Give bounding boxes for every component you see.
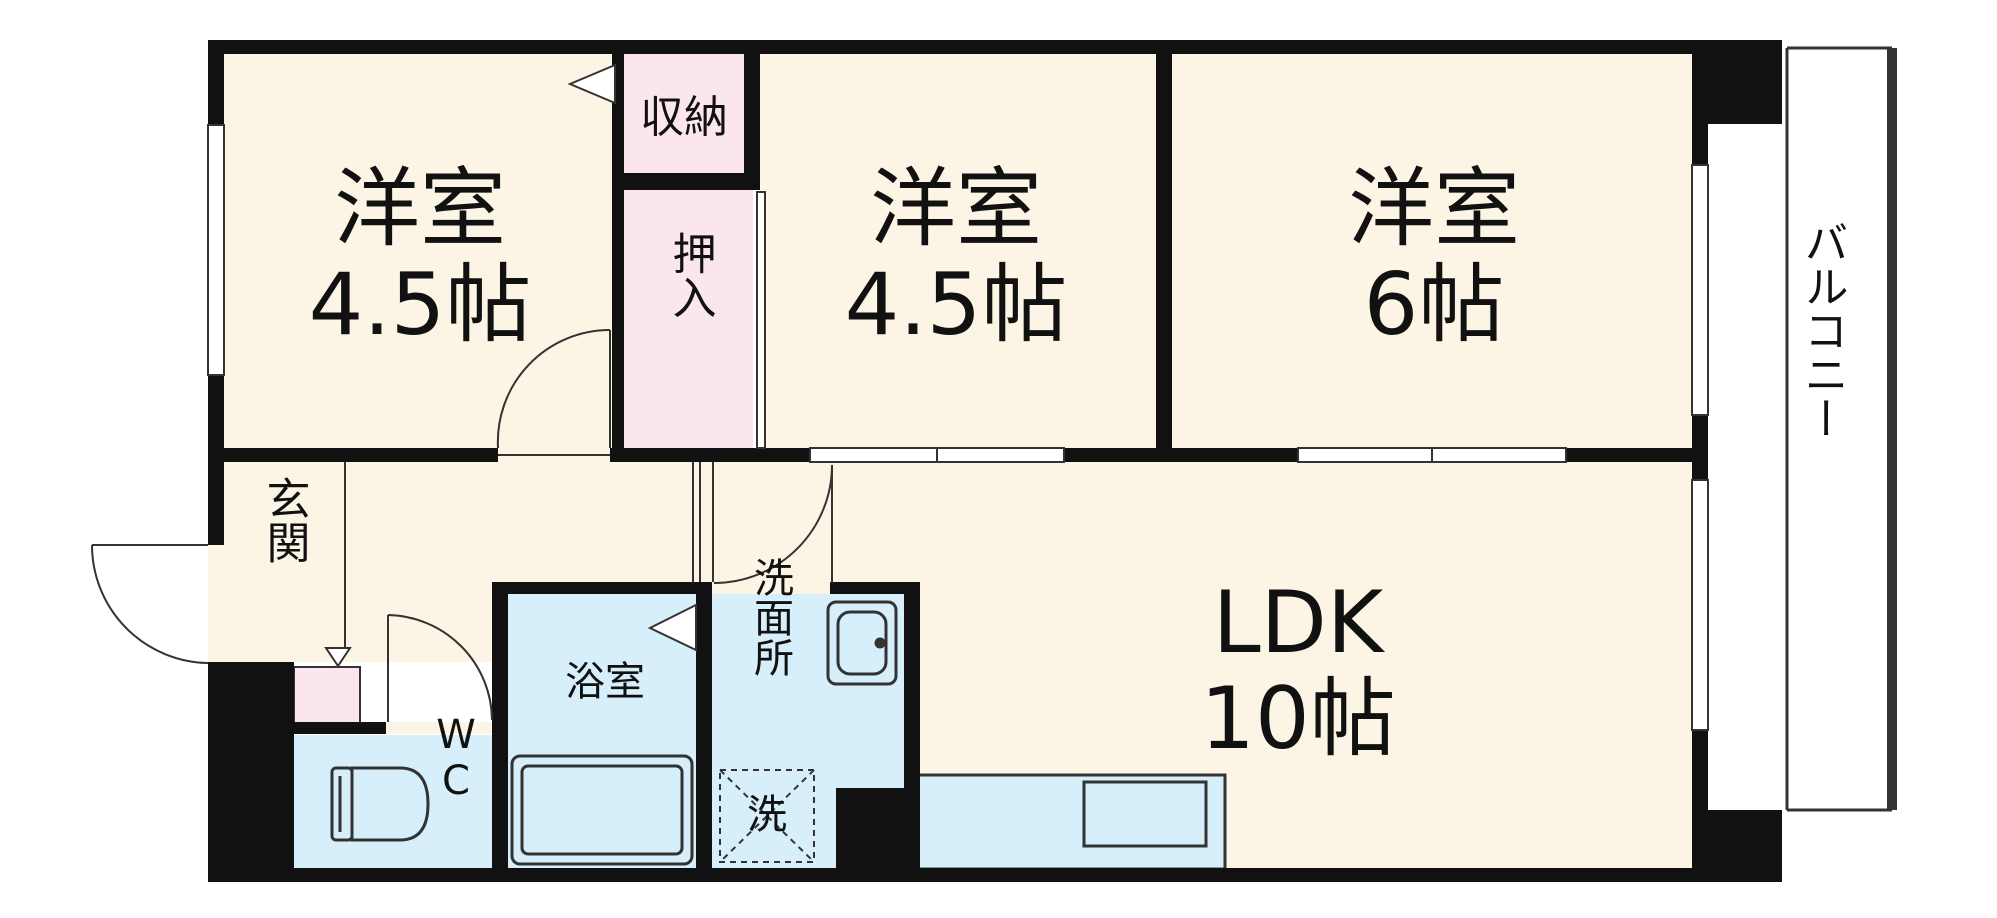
shoe-box-fill [293, 666, 361, 724]
western-2-name: 洋室 [870, 159, 1042, 259]
storage-label: 収納 [640, 92, 728, 143]
sink-icon [826, 600, 898, 686]
kitchen-counter-icon [916, 773, 1227, 871]
western-2-size: 4.5帖 [845, 255, 1068, 355]
door-swing-icon [91, 63, 833, 722]
western-1-size: 4.5帖 [309, 255, 532, 355]
ldk-name: LDK [1213, 573, 1386, 673]
toilet-label: WC [433, 712, 479, 804]
ldk-size: 10帖 [1200, 669, 1395, 769]
room-closet-fill [624, 190, 753, 450]
entrance-label: 玄関 [259, 476, 310, 564]
room-storage-fill [624, 52, 744, 173]
balcony-label: バルコニー [1797, 220, 1848, 440]
bathtub-icon [510, 754, 694, 866]
door-opening [208, 448, 830, 734]
western-1-name: 洋室 [334, 159, 506, 259]
bath-label: 浴室 [565, 659, 645, 705]
room-western-2-fill [760, 52, 1156, 450]
room-western-1-fill [222, 52, 615, 450]
kitchen-sink-icon [1082, 780, 1208, 848]
closet-label: 押入 [665, 231, 716, 319]
washer-pan-icon [719, 769, 815, 863]
washer-label: 洗 [747, 792, 787, 838]
toilet-icon [330, 766, 430, 842]
room-western-3-fill [1172, 52, 1692, 450]
western-3-size: 6帖 [1364, 255, 1505, 355]
washroom-label: 洗面所 [747, 557, 793, 677]
balcony-area [1712, 48, 1898, 810]
western-3-name: 洋室 [1348, 159, 1520, 259]
